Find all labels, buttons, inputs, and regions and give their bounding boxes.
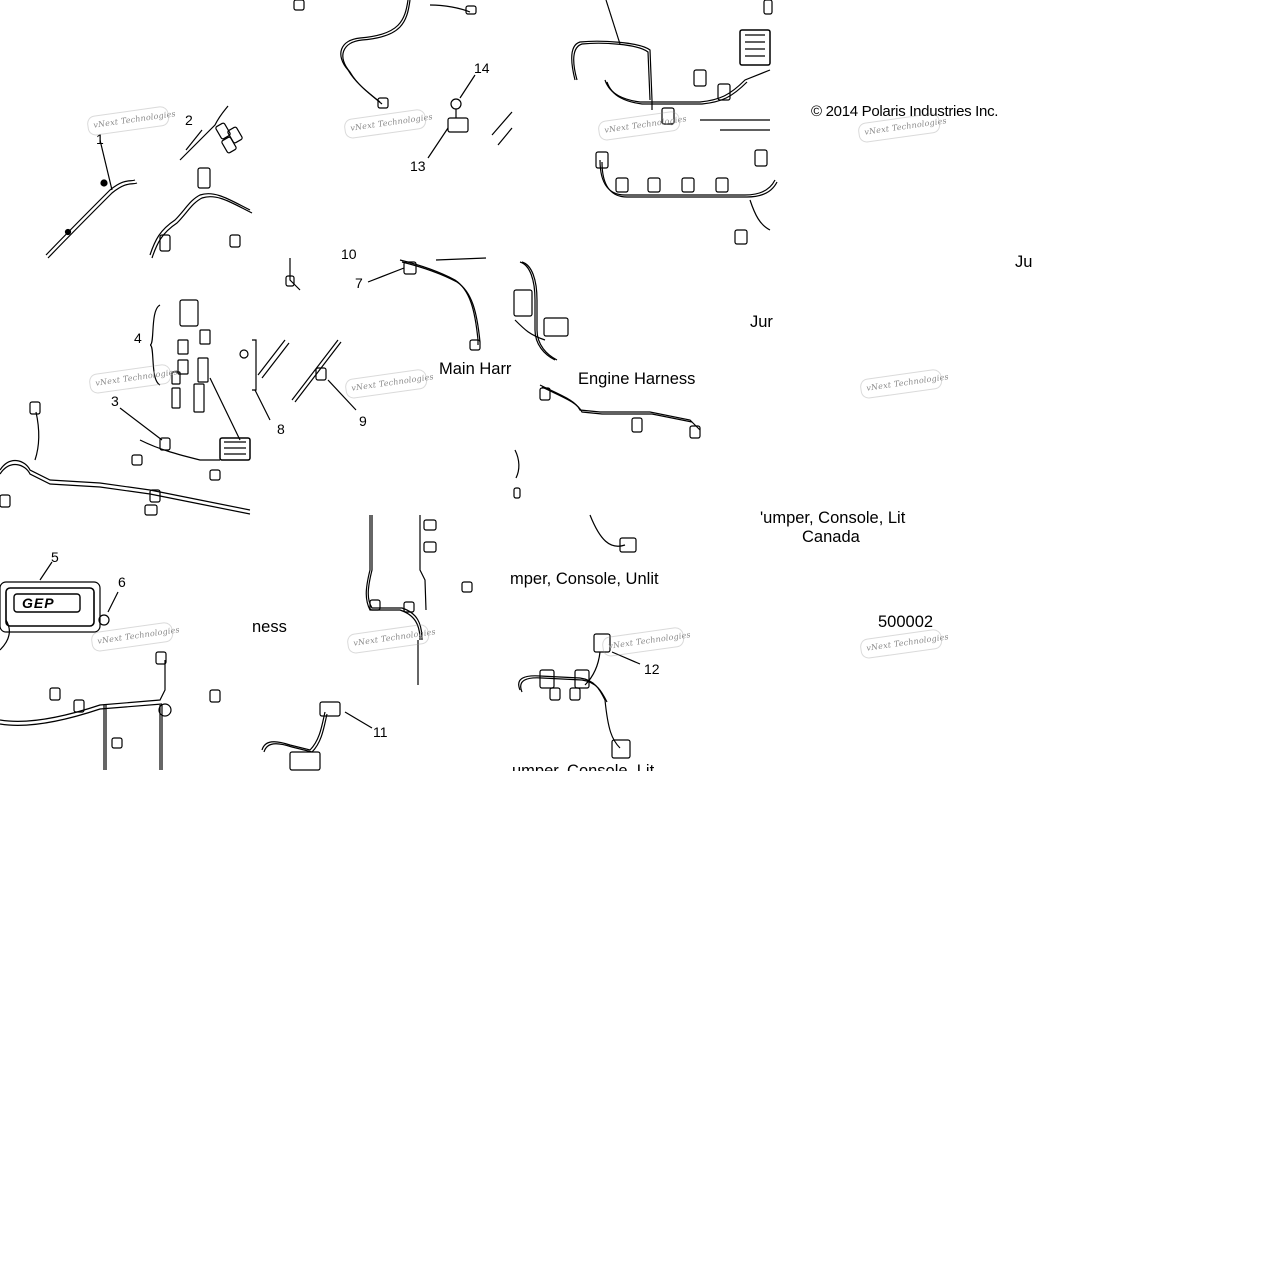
callout-8: 8 bbox=[277, 421, 285, 437]
caption-jumper-unlit: mper, Console, Unlit bbox=[510, 570, 659, 588]
caption-jumper-lit-bottom: umper, Console, Lit bbox=[512, 763, 654, 771]
engine-harness-lower bbox=[513, 261, 701, 499]
part-7-harness bbox=[285, 257, 487, 351]
ecu-logo: GEP bbox=[22, 595, 55, 611]
upper-harness-segment bbox=[293, 0, 477, 109]
part-3-8-main-harness bbox=[0, 339, 290, 516]
part-1-harness bbox=[45, 139, 138, 259]
callout-9: 9 bbox=[359, 413, 367, 429]
callout-11: 11 bbox=[373, 724, 388, 740]
callout-1: 1 bbox=[96, 131, 104, 147]
callout-5: 5 bbox=[51, 549, 59, 565]
caption-engine-harness: Engine Harness bbox=[578, 370, 696, 388]
callout-7: 7 bbox=[355, 275, 363, 291]
part-2-harness bbox=[149, 105, 253, 259]
callout-14: 14 bbox=[474, 60, 490, 76]
part-4-relays-fuses bbox=[149, 299, 257, 413]
callout-4: 4 bbox=[134, 330, 142, 346]
part-9-tie-strap bbox=[291, 339, 357, 411]
part-13-14-bracket bbox=[427, 74, 513, 159]
callout-12: 12 bbox=[644, 661, 660, 677]
part-5-ecm bbox=[0, 561, 101, 633]
caption-ness-fragment: ness bbox=[252, 618, 287, 636]
part-11-harness bbox=[261, 701, 373, 771]
caption-jumper-lit-canada-2: Canada bbox=[802, 528, 860, 546]
engine-harness-upper bbox=[571, 0, 778, 245]
caption-main-harness: Main Harr bbox=[439, 360, 512, 378]
caption-jur-fragment: Jur bbox=[750, 313, 773, 331]
copyright-notice: © 2014 Polaris Industries Inc. bbox=[811, 103, 999, 120]
caption-ju-fragment: Ju bbox=[1015, 253, 1033, 271]
caption-jumper-lit-canada-1: 'umper, Console, Lit bbox=[760, 509, 906, 527]
bottom-middle-harness bbox=[365, 515, 473, 685]
part-6-nut bbox=[98, 591, 119, 626]
callout-6: 6 bbox=[118, 574, 126, 590]
part-number: 500002 bbox=[878, 613, 934, 631]
callout-10: 10 bbox=[341, 246, 357, 262]
callout-13: 13 bbox=[410, 158, 426, 174]
bottom-left-harness bbox=[0, 619, 221, 770]
callout-2: 2 bbox=[185, 112, 193, 128]
callout-3: 3 bbox=[111, 393, 119, 409]
